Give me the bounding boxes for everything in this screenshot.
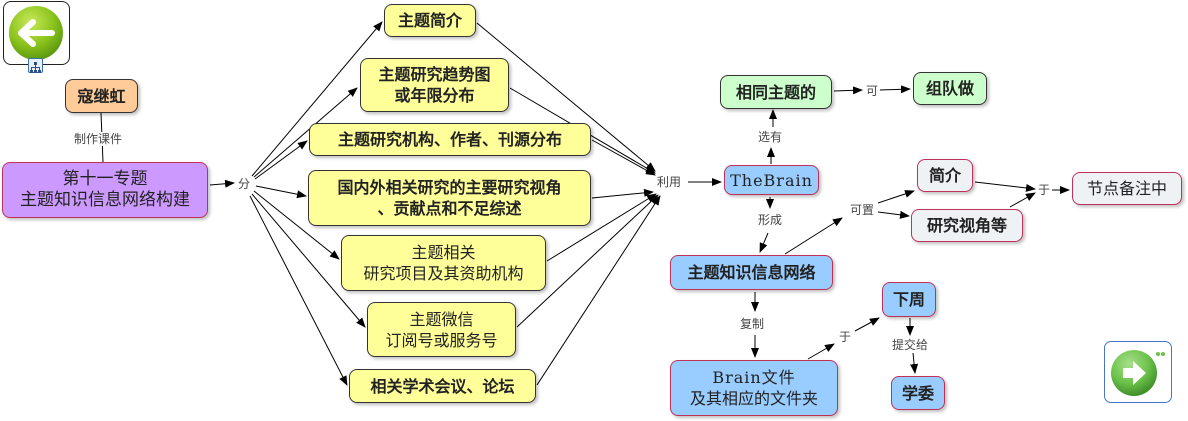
node-conference-text: 相关学术会议、论坛 bbox=[370, 376, 515, 396]
edge-network-canplace bbox=[784, 217, 843, 255]
node-thebrain-text: TheBrain bbox=[730, 170, 813, 190]
edge-divide-intro bbox=[251, 21, 383, 177]
node-perspectives-text: 研究视角等 bbox=[926, 216, 1007, 235]
node-brainfile[interactable]: Brain文件 及其相应的文件夹 bbox=[670, 360, 838, 416]
forward-button[interactable] bbox=[1104, 341, 1172, 403]
node-author[interactable]: 寇继虹 bbox=[65, 79, 138, 113]
edge-brief-in bbox=[974, 181, 1036, 192]
node-same-topic-text: 相同主题的 bbox=[735, 82, 816, 102]
edge-can-team bbox=[879, 85, 911, 94]
node-brainfile-line2: 及其相应的文件夹 bbox=[689, 389, 818, 408]
edge-projects-utilize bbox=[546, 193, 657, 262]
edge-same-can bbox=[833, 86, 863, 95]
node-brief-text: 简介 bbox=[928, 166, 961, 185]
label-can: 可 bbox=[866, 84, 879, 98]
edge-divide-wechat bbox=[251, 193, 366, 328]
edge-divide-institutions bbox=[254, 140, 308, 180]
node-node-notes[interactable]: 节点备注中 bbox=[1072, 172, 1182, 205]
node-intro[interactable]: 主题简介 bbox=[384, 4, 476, 37]
node-review-line2: 、贡献点和不足综述 bbox=[377, 199, 522, 218]
edge-at-nextweek bbox=[854, 317, 880, 332]
node-thebrain[interactable]: TheBrain bbox=[724, 165, 819, 195]
node-committee[interactable]: 学委 bbox=[891, 376, 945, 410]
node-topic-line2: 主题知识信息网络构建 bbox=[20, 190, 190, 210]
arrow-left-icon bbox=[9, 6, 63, 60]
hierarchy-icon[interactable] bbox=[28, 58, 43, 73]
node-projects[interactable]: 主题相关 研究项目及其资助机构 bbox=[341, 235, 546, 291]
node-team-text: 组队做 bbox=[925, 79, 974, 98]
node-review[interactable]: 国内外相关研究的主要研究视角 、贡献点和不足综述 bbox=[308, 170, 591, 226]
node-institutions-text: 主题研究机构、作者、刊源分布 bbox=[337, 130, 562, 149]
node-team[interactable]: 组队做 bbox=[913, 72, 987, 105]
node-trend[interactable]: 主题研究趋势图 或年限分布 bbox=[360, 58, 509, 112]
node-author-text: 寇继虹 bbox=[77, 86, 126, 106]
edge-divide-conference bbox=[249, 195, 348, 386]
label-form: 形成 bbox=[758, 213, 783, 227]
edge-divide-review bbox=[255, 185, 307, 199]
node-next-week[interactable]: 下周 bbox=[882, 282, 936, 317]
edge-form-network bbox=[759, 232, 769, 253]
node-trend-line2: 或年限分布 bbox=[394, 86, 475, 105]
node-projects-line1: 主题相关 bbox=[411, 243, 476, 262]
edge-conference-utilize bbox=[536, 195, 661, 386]
node-committee-text: 学委 bbox=[901, 383, 934, 403]
label-at: 于 bbox=[839, 330, 852, 344]
node-same-topic[interactable]: 相同主题的 bbox=[720, 75, 832, 109]
label-in: 于 bbox=[1038, 183, 1051, 197]
edge-divide-projects bbox=[253, 190, 340, 260]
node-review-line1: 国内外相关研究的主要研究视角 bbox=[337, 178, 562, 197]
edge-canplace-perspectives bbox=[877, 210, 910, 219]
node-node-notes-text: 节点备注中 bbox=[1086, 179, 1167, 198]
label-make-courseware: 制作课件 bbox=[74, 132, 123, 146]
edge-topic-divide bbox=[209, 179, 235, 188]
node-trend-line1: 主题研究趋势图 bbox=[378, 65, 491, 84]
edge-perspectives-in bbox=[1009, 192, 1036, 208]
edge-submit-committee bbox=[910, 352, 919, 374]
label-copy: 复制 bbox=[740, 317, 765, 331]
node-brainfile-line1: Brain文件 bbox=[712, 368, 796, 387]
label-can-place: 可置 bbox=[850, 203, 875, 217]
node-topic[interactable]: 第十一专题 主题知识信息网络构建 bbox=[2, 162, 208, 218]
node-institutions[interactable]: 主题研究机构、作者、刊源分布 bbox=[309, 123, 591, 156]
node-next-week-text: 下周 bbox=[892, 290, 925, 309]
back-button[interactable] bbox=[3, 1, 70, 65]
label-select: 选有 bbox=[758, 130, 783, 144]
edge-brainfile-at bbox=[807, 343, 835, 360]
node-intro-text: 主题简介 bbox=[397, 11, 462, 30]
label-submit-to: 提交给 bbox=[892, 338, 929, 352]
edge-divide-trend bbox=[253, 87, 358, 178]
node-network[interactable]: 主题知识信息网络 bbox=[670, 255, 833, 290]
edge-review-utilize bbox=[591, 188, 654, 199]
edge-intro-utilize bbox=[476, 22, 656, 172]
node-wechat-line2: 订阅号或服务号 bbox=[385, 330, 498, 350]
node-projects-line2: 研究项目及其资助机构 bbox=[363, 264, 524, 283]
edge-wechat-utilize bbox=[516, 194, 659, 328]
label-utilize: 利用 bbox=[657, 175, 682, 189]
node-topic-line1: 第十一专题 bbox=[62, 169, 148, 189]
arrow-right-icon bbox=[1111, 350, 1165, 396]
node-wechat[interactable]: 主题微信 订阅号或服务号 bbox=[367, 302, 516, 357]
edge-canplace-brief bbox=[877, 190, 915, 204]
node-perspectives[interactable]: 研究视角等 bbox=[911, 209, 1023, 242]
label-divide: 分 bbox=[238, 177, 251, 191]
node-brief[interactable]: 简介 bbox=[917, 159, 973, 192]
node-wechat-line1: 主题微信 bbox=[409, 309, 474, 329]
edge-institutions-utilize bbox=[591, 139, 656, 176]
node-network-text: 主题知识信息网络 bbox=[687, 263, 816, 282]
node-conference[interactable]: 相关学术会议、论坛 bbox=[349, 369, 536, 403]
